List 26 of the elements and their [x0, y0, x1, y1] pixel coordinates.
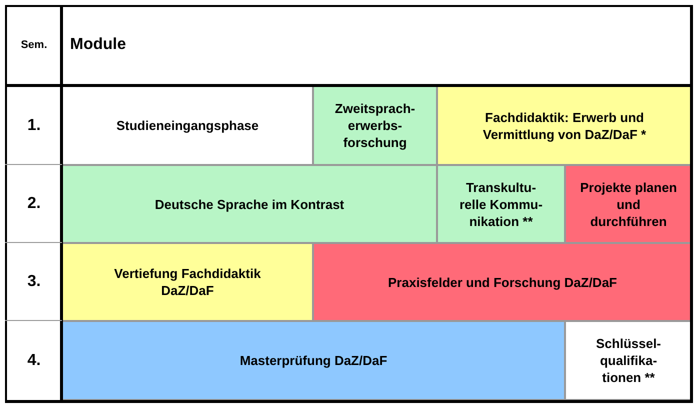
semester-number: 3. — [27, 273, 41, 291]
semester-number: 1. — [27, 116, 41, 134]
module-name: Studieneingangsphase — [116, 117, 259, 134]
module-cell — [313, 86, 437, 165]
module-name: Masterprüfung DaZ/DaF — [240, 352, 388, 369]
column-header: Sem. — [20, 39, 48, 51]
module-name: Praxisfelder und Forschung DaZ/DaF — [388, 274, 617, 290]
module-cell — [565, 321, 692, 400]
semester-number: 2. — [27, 195, 41, 213]
module-cell — [565, 165, 692, 243]
module-cell — [62, 243, 313, 321]
module-cell — [313, 243, 692, 321]
module-cell — [62, 321, 565, 400]
module-name: Zweitsprach- erwerbs- forschung — [334, 100, 416, 151]
module-name: Schlüssel- qualifika- tionen ** — [594, 335, 662, 386]
module-cell — [62, 86, 313, 165]
module-cell — [437, 86, 692, 165]
module-name: Deutsche Sprache im Kontrast — [154, 196, 344, 212]
column-header: Module — [70, 36, 126, 54]
module-name: Projekte planen und durchführen — [579, 178, 678, 230]
module-cell — [437, 165, 565, 243]
module-name: Fachdidaktik: Erwerb und Vermittlung von DaZ/DaF * — [482, 108, 648, 142]
semester-number: 4. — [27, 352, 41, 370]
module-name: Vertiefung Fachdidaktik DaZ/DaF — [113, 265, 262, 299]
module-cell — [62, 165, 437, 243]
module-name: Transkultu- relle Kommu- nikation ** — [458, 178, 544, 230]
